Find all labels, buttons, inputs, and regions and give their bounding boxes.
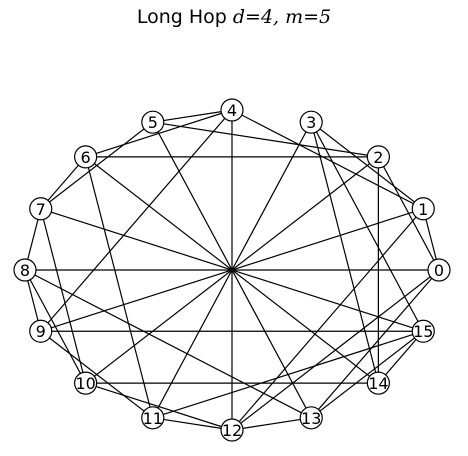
edge-8-10 — [24, 269, 87, 384]
edge-9-11 — [40, 330, 154, 419]
node-label: 2 — [373, 148, 383, 167]
edge-10-12 — [85, 382, 233, 431]
edge-3-14 — [310, 122, 379, 384]
node-circle — [220, 98, 244, 122]
edge-11-12 — [152, 417, 233, 431]
edge-6-11 — [85, 156, 154, 418]
title-params: d=4, m=5 — [232, 6, 332, 28]
edge-1-12 — [231, 208, 424, 431]
node-15: 15 — [411, 319, 435, 343]
edge-4-9 — [40, 109, 233, 332]
node-label: 1 — [418, 200, 428, 219]
node-circle — [29, 319, 53, 343]
node-circle — [427, 258, 451, 282]
node-label: 4 — [227, 101, 237, 120]
edge-2-5 — [152, 121, 379, 158]
edge-1-4 — [231, 109, 424, 210]
node-circle — [411, 197, 435, 221]
node-3: 3 — [299, 110, 323, 134]
edge-12-13 — [231, 417, 312, 431]
node-14: 14 — [366, 371, 390, 395]
edge-4-5 — [152, 109, 233, 123]
node-circle — [13, 258, 37, 282]
node-circle — [29, 197, 53, 221]
edge-0-13 — [310, 269, 440, 419]
node-label: 3 — [306, 113, 316, 132]
title-prefix: Long Hop — [136, 6, 227, 28]
figure-title: Long Hop d=4, m=5 — [0, 6, 468, 28]
node-label: 6 — [81, 148, 91, 167]
node-circle — [141, 110, 165, 134]
node-circle — [141, 406, 165, 430]
node-label: 14 — [368, 374, 388, 393]
node-11: 11 — [141, 406, 165, 430]
node-label: 10 — [75, 374, 95, 393]
edge-3-15 — [310, 121, 424, 332]
node-6: 6 — [74, 145, 98, 169]
node-circle — [220, 418, 244, 442]
edge-7-15 — [40, 208, 424, 332]
edge-13-15 — [310, 330, 424, 419]
node-0: 0 — [427, 258, 451, 282]
node-label: 13 — [301, 409, 321, 428]
node-10: 10 — [74, 371, 98, 395]
node-5: 5 — [141, 110, 165, 134]
node-circle — [299, 110, 323, 134]
node-12: 12 — [220, 418, 244, 442]
node-circle — [411, 319, 435, 343]
node-label: 5 — [148, 113, 158, 132]
node-9: 9 — [29, 319, 53, 343]
node-label: 11 — [143, 409, 163, 428]
node-label: 7 — [36, 200, 46, 219]
node-1: 1 — [411, 197, 435, 221]
edge-8-13 — [24, 269, 312, 419]
node-4: 4 — [220, 98, 244, 122]
node-circle — [299, 406, 323, 430]
node-circle — [74, 145, 98, 169]
node-label: 15 — [413, 322, 433, 341]
edge-11-15 — [152, 330, 424, 419]
node-label: 8 — [20, 261, 30, 280]
node-label: 12 — [222, 421, 242, 440]
node-8: 8 — [13, 258, 37, 282]
node-label: 9 — [36, 322, 46, 341]
node-circle — [366, 145, 390, 169]
edge-layer — [24, 109, 440, 431]
node-13: 13 — [299, 406, 323, 430]
node-2: 2 — [366, 145, 390, 169]
node-7: 7 — [29, 197, 53, 221]
node-circle — [74, 371, 98, 395]
node-circle — [366, 371, 390, 395]
edge-7-10 — [40, 208, 87, 384]
node-label: 0 — [434, 261, 444, 280]
